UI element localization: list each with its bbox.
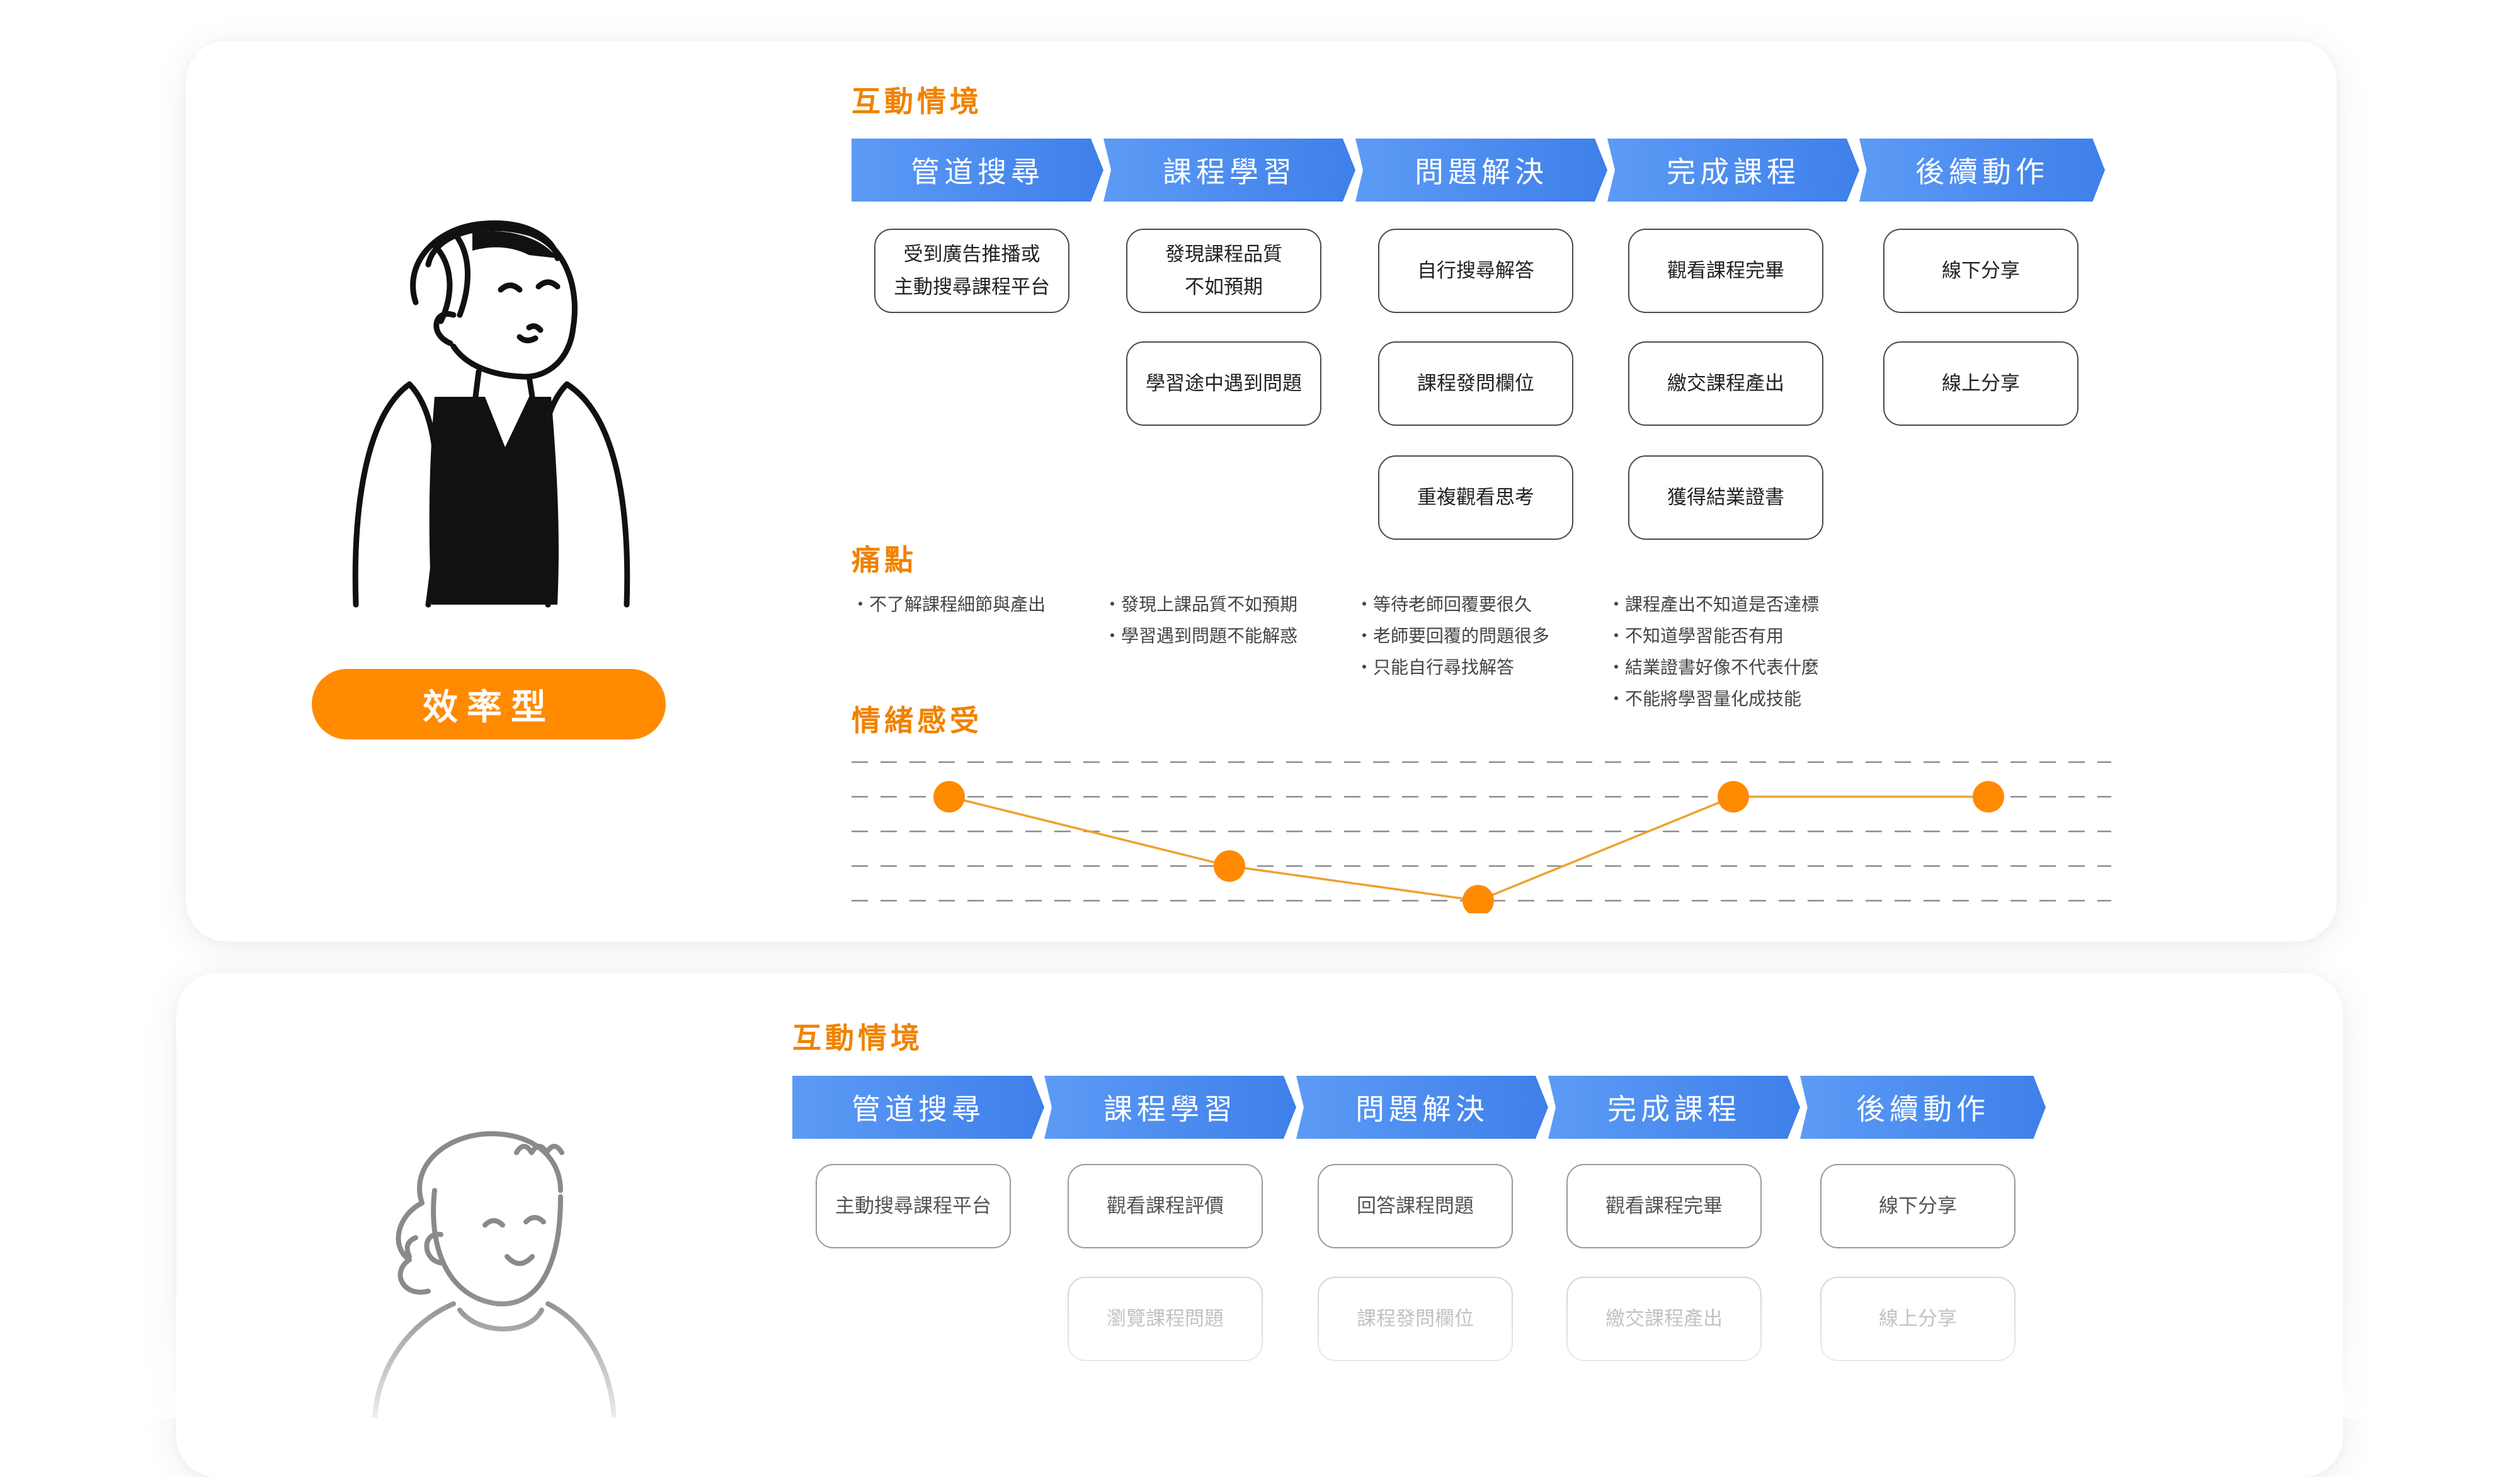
emotion-point (933, 781, 965, 813)
touchpoint-box: 受到廣告推播或 主動搜尋課程平台 (874, 229, 1069, 313)
touchpoint-box: 繳交課程產出 (1566, 1277, 1762, 1361)
stage-follow-up-2: 後續動作 (1800, 1076, 2046, 1139)
section-title-interaction: 互動情境 (852, 84, 983, 118)
touchpoint-box: 學習途中遇到問題 (1126, 341, 1321, 426)
stage-course-complete: 完成課程 (1607, 139, 1859, 202)
pain-item: ・不了解課程細節與產出 (852, 594, 1046, 615)
section-title-pain: 痛點 (852, 543, 917, 577)
emotion-point (1718, 781, 1749, 813)
touchpoint-box: 觀看課程完畢 (1566, 1164, 1762, 1248)
touchpoint-box: 線下分享 (1820, 1164, 2015, 1248)
stage-channel-search: 管道搜尋 (852, 139, 1103, 202)
touchpoint-box: 觀看課程評價 (1068, 1164, 1263, 1248)
persona-label-pill: 效率型 (312, 669, 666, 739)
stage-channel-search-2: 管道搜尋 (792, 1076, 1044, 1139)
stage-problem-solving: 問題解決 (1355, 139, 1607, 202)
emotion-chart (852, 761, 2111, 913)
touchpoint-box: 瀏覽課程問題 (1068, 1277, 1263, 1361)
touchpoint-box: 線上分享 (1883, 341, 2078, 426)
touchpoint-box: 自行搜尋解答 (1378, 229, 1573, 313)
touchpoint-box: 線上分享 (1820, 1277, 2015, 1361)
stage-course-learning-2: 課程學習 (1044, 1076, 1296, 1139)
touchpoint-box: 重複觀看思考 (1378, 455, 1573, 540)
touchpoint-box: 觀看課程完畢 (1628, 229, 1823, 313)
pain-item: ・結業證書好像不代表什麼 (1607, 657, 1820, 678)
pain-item: ・等待老師回覆要很久 (1355, 594, 1532, 615)
emotion-point (1973, 781, 2004, 813)
stage-follow-up: 後續動作 (1859, 139, 2105, 202)
touchpoint-box: 繳交課程產出 (1628, 341, 1823, 426)
pain-item: ・發現上課品質不如預期 (1103, 594, 1298, 615)
pain-item: ・不知道學習能否有用 (1607, 625, 1784, 646)
pain-item: ・老師要回覆的問題很多 (1355, 625, 1550, 646)
stage-problem-solving-2: 問題解決 (1296, 1076, 1548, 1139)
stage-course-complete-2: 完成課程 (1548, 1076, 1800, 1139)
pain-item: ・不能將學習量化成技能 (1607, 688, 1802, 709)
stage-course-learning: 課程學習 (1103, 139, 1355, 202)
pain-item: ・只能自行尋找解答 (1355, 657, 1515, 678)
touchpoint-box: 回答課程問題 (1318, 1164, 1513, 1248)
emotion-point (1214, 850, 1245, 882)
pain-item: ・課程產出不知道是否達標 (1607, 594, 1820, 615)
section-title-interaction-2: 互動情境 (792, 1021, 923, 1055)
touchpoint-box: 線下分享 (1883, 229, 2078, 313)
emotion-series-line (949, 796, 1988, 902)
pain-item: ・學習遇到問題不能解惑 (1103, 625, 1298, 646)
touchpoint-box: 課程發問欄位 (1378, 341, 1573, 426)
touchpoint-box: 發現課程品質 不如預期 (1126, 229, 1321, 313)
touchpoint-box: 獲得結業證書 (1628, 455, 1823, 540)
touchpoint-box: 課程發問欄位 (1318, 1277, 1513, 1361)
emotion-point (1462, 885, 1494, 913)
touchpoint-box: 主動搜尋課程平台 (816, 1164, 1011, 1248)
persona-avatar-male-icon (352, 220, 630, 608)
section-title-emotion: 情緒感受 (852, 704, 983, 738)
persona-avatar-female-icon (372, 1131, 617, 1418)
